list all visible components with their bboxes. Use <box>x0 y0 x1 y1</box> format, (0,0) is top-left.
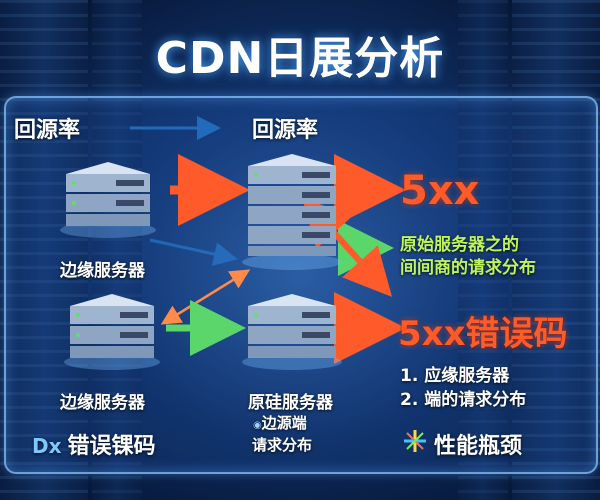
green-note-line-2: 间间商的请求分布 <box>400 258 536 278</box>
origin-edge-sub-label: ◉边源端 <box>253 412 307 433</box>
dot-icon: ◉ <box>253 420 262 431</box>
server-rack-left-2 <box>92 0 142 500</box>
error-5xx-top: 5xx <box>400 168 480 214</box>
error-code-label: 错误锞码 <box>67 434 156 459</box>
center-header: 回源率 <box>252 118 319 143</box>
origin-sub-label-1: 边源端 <box>261 414 307 432</box>
origin-server-top-icon <box>242 154 342 270</box>
server-rack-right <box>512 0 600 500</box>
cause-list: 1. 应缘服务器 2. 端的请求分布 <box>400 364 526 412</box>
edge-server-top-label: 边缘服务器 <box>60 261 145 281</box>
cause-list-item-2: 2. 端的请求分布 <box>400 390 527 410</box>
origin-sub-label-2: 请求分布 <box>252 436 313 454</box>
dx-logo-icon: Dx <box>32 434 62 458</box>
error-5xx-bottom: 5xx错误码 <box>398 314 568 354</box>
left-header: 回源率 <box>14 118 81 143</box>
edge-server-top-icon <box>60 162 156 238</box>
page-title: CDN日展分析 <box>155 33 445 84</box>
origin-server-bottom-icon <box>242 294 342 370</box>
server-rack-right-2 <box>458 0 508 500</box>
edge-server-bottom-label: 边缘服务器 <box>60 393 145 413</box>
green-note: 原始服务器之的 间间商的请求分布 <box>400 234 536 280</box>
green-note-line-1: 原始服务器之的 <box>400 235 519 255</box>
performance-sparkle-icon <box>404 430 426 452</box>
performance-bottleneck-label: 性能瓶颈 <box>434 434 523 459</box>
cause-list-item-1: 1. 应缘服务器 <box>400 366 510 386</box>
server-rack-left <box>0 0 88 500</box>
origin-server-label: 原硅服务器 <box>248 393 333 413</box>
edge-server-bottom-icon <box>64 294 160 370</box>
